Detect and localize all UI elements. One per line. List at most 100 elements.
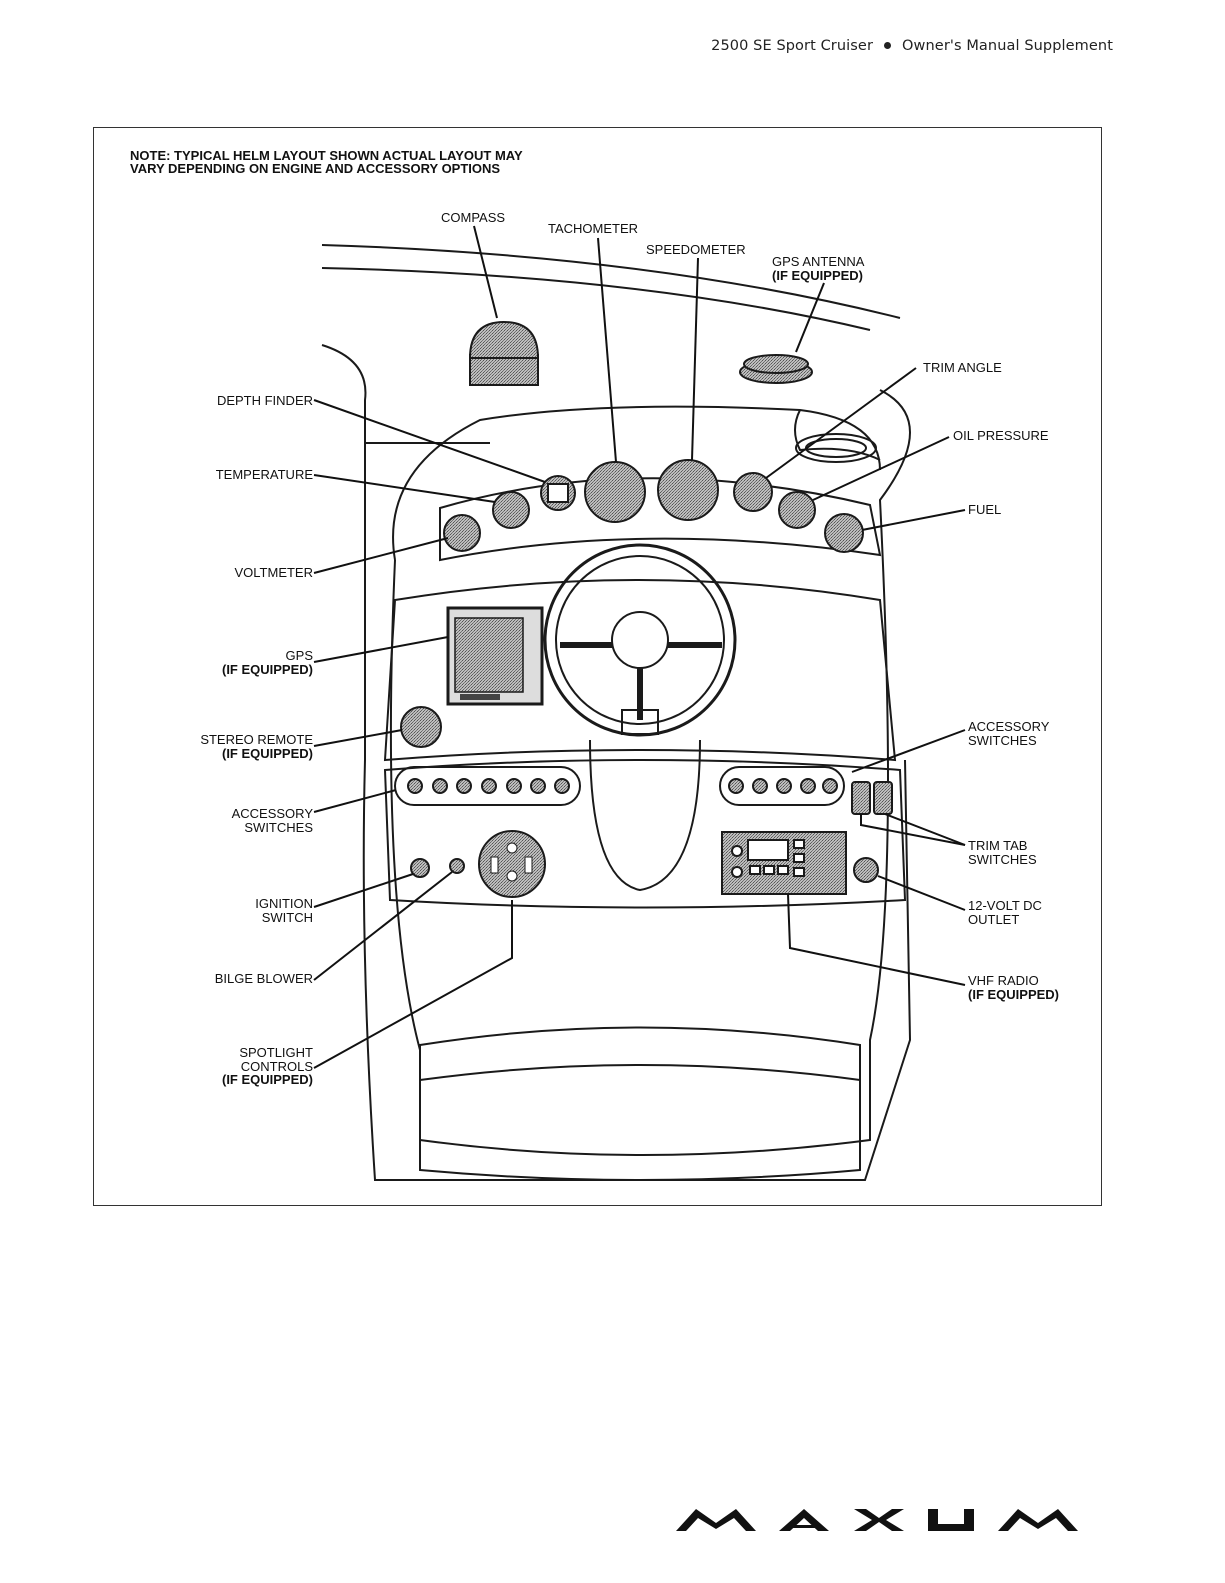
vhf-radio-icon xyxy=(721,831,847,895)
leader-trim-angle xyxy=(765,367,917,479)
label-oil-pressure: OIL PRESSURE xyxy=(953,428,1049,443)
label-vhf-radio: VHF RADIO (IF EQUIPPED) xyxy=(968,974,1059,1001)
label-speedometer: SPEEDOMETER xyxy=(646,242,746,257)
label-ignition-switch: IGNITION SWITCH xyxy=(255,897,313,924)
bilge-blower-icon xyxy=(449,858,465,874)
label-compass: COMPASS xyxy=(441,210,506,225)
label-gps-antenna: GPS ANTENNA (IF EQUIPPED) xyxy=(772,255,864,282)
label-trim-tab-switches: TRIM TAB SWITCHES xyxy=(968,839,1037,866)
leader-fuel xyxy=(861,509,966,531)
label-gps: GPS (IF EQUIPPED) xyxy=(222,649,313,676)
label-tachometer: TACHOMETER xyxy=(548,221,639,236)
gauge-panel xyxy=(439,477,882,562)
label-spotlight-controls: SPOTLIGHT CONTROLS (IF EQUIPPED) xyxy=(222,1046,313,1087)
leader-tachometer xyxy=(597,237,617,463)
stereo-remote-line-2: (IF EQUIPPED) xyxy=(221,745,313,761)
wheel-pedestal xyxy=(589,739,701,892)
voltmeter-gauge xyxy=(443,514,481,552)
gps-antenna-line-1: GPS ANTENNA xyxy=(772,254,865,269)
label-fuel: FUEL xyxy=(968,502,1002,517)
leader-accessory-left xyxy=(313,789,397,813)
gps-antenna-line-2: (IF EQUIPPED) xyxy=(772,267,864,283)
header-model: 2500 SE Sport Cruiser xyxy=(711,38,874,54)
left-accessory-switches xyxy=(394,766,581,806)
dc-outlet-icon xyxy=(853,857,879,883)
label-accessory-switches-right: ACCESSORY SWITCHES xyxy=(968,720,1049,747)
ignition-switch-icon xyxy=(410,858,430,878)
label-voltmeter: VOLTMETER xyxy=(234,565,314,580)
stereo-remote-line-1: STEREO REMOTE xyxy=(200,732,313,747)
leader-gps xyxy=(313,636,449,663)
gps-antenna-icon xyxy=(739,354,813,384)
ignition-line-1: IGNITION xyxy=(255,896,313,911)
spotlight-line-2: CONTROLS xyxy=(240,1058,313,1074)
oil-pressure-gauge xyxy=(778,491,816,529)
page-header: 2500 SE Sport Cruiser Owner's Manual Supp… xyxy=(711,38,1113,54)
note-line-2: VARY DEPENDING ON ENGINE AND ACCESSORY O… xyxy=(130,161,501,176)
leader-speedometer xyxy=(691,257,699,461)
outer-hull xyxy=(389,389,911,1156)
leader-vhf xyxy=(787,893,966,986)
leader-temperature xyxy=(313,474,496,503)
layout-note: NOTE: TYPICAL HELM LAYOUT SHOWN ACTUAL L… xyxy=(130,149,523,175)
header-doc: Owner's Manual Supplement xyxy=(902,38,1113,54)
note-line-1: NOTE: TYPICAL HELM LAYOUT SHOWN ACTUAL L… xyxy=(130,148,523,163)
gps-unit-icon xyxy=(446,606,544,706)
leader-trim-tab-2 xyxy=(884,813,966,846)
vhf-line-1: VHF RADIO xyxy=(968,973,1039,988)
trim-angle-gauge xyxy=(733,472,773,512)
dc-outlet-line-2: OUTLET xyxy=(968,911,1020,927)
dash-top xyxy=(392,405,881,561)
seat xyxy=(419,1026,861,1181)
trim-tab-line-1: TRIM TAB xyxy=(968,838,1028,853)
stereo-remote-icon xyxy=(400,706,442,748)
leader-accessory-right xyxy=(851,729,966,773)
fuel-gauge xyxy=(824,513,864,553)
leader-gps-antenna xyxy=(795,282,825,353)
label-temperature: TEMPERATURE xyxy=(215,467,313,482)
leader-oil-pressure xyxy=(812,436,950,501)
leader-bilge xyxy=(313,871,453,981)
ignition-line-2: SWITCH xyxy=(261,909,313,925)
accessory-left-line-2: SWITCHES xyxy=(244,819,313,835)
maxum-logo-icon xyxy=(676,1509,1078,1531)
leader-trim-tab-1 xyxy=(860,814,966,846)
accessory-right-line-2: SWITCHES xyxy=(968,732,1037,748)
label-trim-angle: TRIM ANGLE xyxy=(923,360,1002,375)
spotlight-line-3: (IF EQUIPPED) xyxy=(221,1072,313,1087)
label-accessory-switches-left: ACCESSORY SWITCHES xyxy=(232,807,313,834)
leader-dc-outlet xyxy=(877,875,966,911)
compass-icon xyxy=(468,320,540,386)
leader-spotlight xyxy=(313,900,513,1069)
tachometer-gauge xyxy=(584,461,646,523)
speedometer-gauge xyxy=(657,459,719,521)
right-accessory-switches xyxy=(719,766,845,806)
leader-voltmeter xyxy=(313,537,449,574)
trim-tab-line-2: SWITCHES xyxy=(968,851,1037,867)
gps-line-2: (IF EQUIPPED) xyxy=(221,661,313,677)
leader-compass xyxy=(473,225,498,319)
temperature-gauge xyxy=(492,491,530,529)
deck-line-2 xyxy=(321,267,871,331)
bullet-icon xyxy=(884,41,892,49)
leader-depth-finder xyxy=(313,399,546,483)
trim-tab-switches xyxy=(851,781,893,815)
leader-ignition xyxy=(313,873,414,908)
label-dc-outlet: 12-VOLT DC OUTLET xyxy=(968,899,1042,926)
left-side xyxy=(321,344,367,760)
vhf-line-2: (IF EQUIPPED) xyxy=(968,986,1060,1002)
accessory-right-line-1: ACCESSORY xyxy=(968,719,1050,734)
label-depth-finder: DEPTH FINDER xyxy=(216,393,313,408)
figure-frame xyxy=(93,127,1102,1206)
dc-outlet-line-1: 12-VOLT DC xyxy=(968,898,1042,913)
console-upper xyxy=(383,579,897,762)
leader-stereo-remote xyxy=(313,729,403,747)
label-stereo-remote: STEREO REMOTE (IF EQUIPPED) xyxy=(200,733,313,760)
gps-line-1: GPS xyxy=(285,648,313,663)
accessory-left-line-1: ACCESSORY xyxy=(231,806,313,821)
deck-line-1 xyxy=(321,244,901,319)
label-bilge-blower: BILGE BLOWER xyxy=(214,971,313,986)
spotlight-controls-icon xyxy=(478,830,546,898)
spotlight-line-1: SPOTLIGHT xyxy=(239,1045,313,1060)
